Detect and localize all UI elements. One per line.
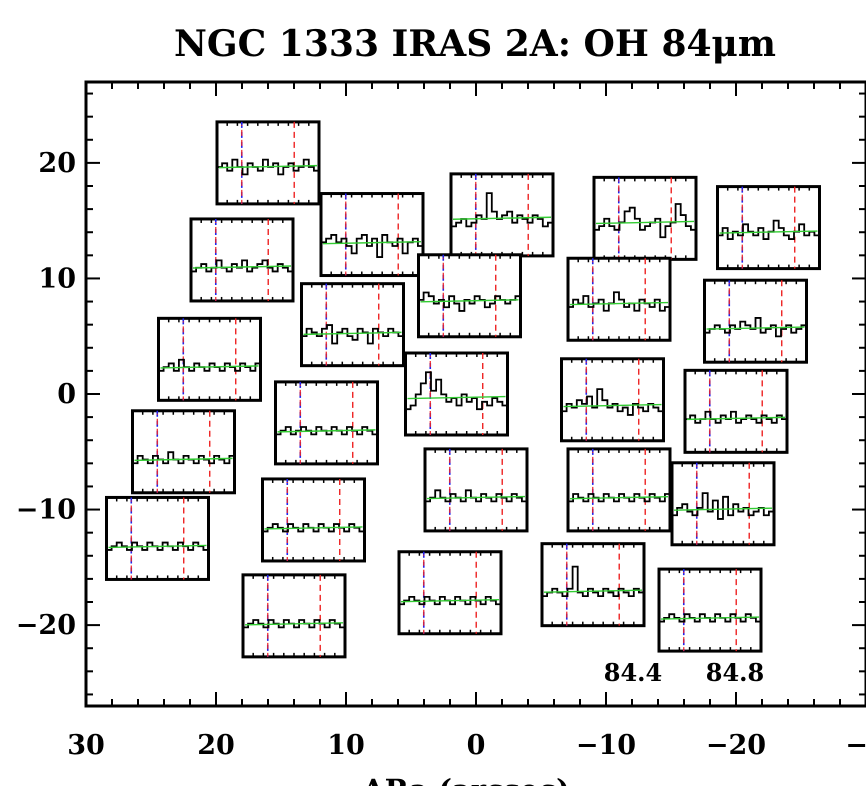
spaxel-panel	[131, 409, 236, 495]
x-tick-label: 20	[197, 730, 235, 761]
spaxel-panel	[566, 447, 672, 533]
continuum-fit	[660, 616, 760, 620]
axis-ticks	[85, 82, 866, 706]
spectrum-trace	[717, 219, 820, 240]
spaxel-panel	[215, 120, 321, 206]
spaxel-panel	[397, 550, 503, 636]
continuum-fit	[160, 365, 259, 369]
spaxel-panel	[241, 573, 347, 659]
continuum-fit	[719, 230, 818, 234]
spectrum-trace	[191, 259, 293, 273]
continuum-fit	[400, 599, 500, 603]
spectrum-trace	[301, 324, 404, 345]
spectrum-trace	[451, 192, 553, 228]
continuum-fit	[706, 326, 805, 330]
chart-title: NGC 1333 IRAS 2A: OH 84μm	[174, 23, 776, 65]
spaxel-panel	[274, 380, 379, 466]
spectrum-trace	[217, 158, 319, 176]
continuum-fit	[407, 395, 506, 400]
spaxel-panel	[189, 217, 295, 303]
spectrum-trace	[262, 523, 365, 533]
continuum-fit	[595, 220, 695, 225]
spectrum-trace	[405, 371, 508, 411]
continuum-fit	[420, 299, 519, 303]
spaxel-panels	[105, 120, 821, 659]
continuum-fit	[192, 265, 292, 269]
spaxel-panel	[703, 278, 808, 364]
spaxel-panel	[261, 477, 366, 563]
continuum-fit	[303, 331, 402, 336]
continuum-fit	[569, 301, 669, 306]
spaxel-panel	[566, 256, 672, 342]
x-tick-label: −10	[576, 730, 636, 761]
spaxel-panel	[670, 461, 776, 547]
spectrum-trace	[672, 492, 774, 520]
spectrum-trace	[275, 426, 378, 436]
x-tick-labels: 30 20 10 0 −10 −20 −3	[67, 730, 866, 761]
wavelength-label-84-8: 84.8	[706, 658, 764, 687]
y-tick-label: −20	[16, 610, 76, 641]
x-tick-label: 10	[327, 730, 365, 761]
spaxel-panel	[560, 357, 665, 443]
spaxel-frame	[241, 573, 347, 659]
x-tick-label: 30	[67, 730, 105, 761]
x-tick-label: 0	[467, 730, 486, 761]
y-tick-label: 10	[38, 263, 76, 294]
spectrum-trace	[399, 595, 501, 606]
spectrum-trace	[659, 613, 761, 623]
x-axis-label: ΔRa (arcsec)	[362, 773, 570, 786]
spaxel-frame	[300, 282, 405, 368]
continuum-fit	[543, 589, 643, 593]
spaxel-panel	[417, 253, 522, 339]
spaxel-frame	[274, 380, 379, 466]
spectrum-trace	[106, 541, 209, 551]
spaxel-frame	[157, 316, 262, 402]
y-tick-label: 0	[57, 379, 76, 410]
x-tick-label: −3	[845, 730, 866, 761]
spaxel-frame	[592, 175, 698, 261]
spaxel-frame	[657, 567, 763, 653]
continuum-fit	[569, 496, 669, 500]
spaxel-panel	[449, 172, 555, 258]
spectrum-trace	[568, 291, 670, 312]
spaxel-frame	[261, 477, 366, 563]
spaxel-panel	[592, 175, 698, 261]
y-tick-label: −10	[16, 495, 76, 526]
continuum-fit	[452, 216, 552, 220]
spaxel-frame	[540, 542, 646, 628]
y-tick-label: 20	[38, 148, 76, 179]
spaxel-panel	[423, 447, 529, 533]
continuum-fit	[322, 240, 422, 245]
continuum-fit	[244, 622, 344, 626]
spaxel-panel	[716, 185, 821, 271]
spaxel-panel	[300, 282, 405, 368]
spaxel-panel	[540, 542, 646, 628]
continuum-fit	[563, 403, 662, 408]
spaxel-frame	[397, 550, 503, 636]
continuum-fit	[264, 526, 363, 530]
spaxel-frame	[105, 495, 210, 581]
continuum-fit	[134, 457, 233, 462]
x-tick-label: −20	[706, 730, 766, 761]
spaxel-panel	[683, 368, 789, 454]
spectrum-trace	[594, 203, 696, 239]
y-tick-labels: 20 10 0 −10 −20	[16, 148, 76, 641]
continuum-fit	[218, 164, 318, 169]
wavelength-label-84-4: 84.4	[604, 658, 662, 687]
spaxel-frame	[566, 447, 672, 533]
continuum-fit	[277, 429, 376, 433]
spectrum-trace	[243, 619, 345, 629]
spaxel-panel	[105, 495, 210, 581]
continuum-fit	[673, 507, 773, 511]
continuum-fit	[686, 416, 786, 421]
spaxel-panel	[157, 316, 262, 402]
continuum-fit	[108, 544, 207, 549]
spaxel-panel	[404, 351, 509, 437]
spaxel-frame	[131, 409, 236, 495]
continuum-fit	[426, 495, 526, 500]
spaxel-panel	[319, 192, 425, 278]
spaxel-panel	[657, 567, 763, 653]
